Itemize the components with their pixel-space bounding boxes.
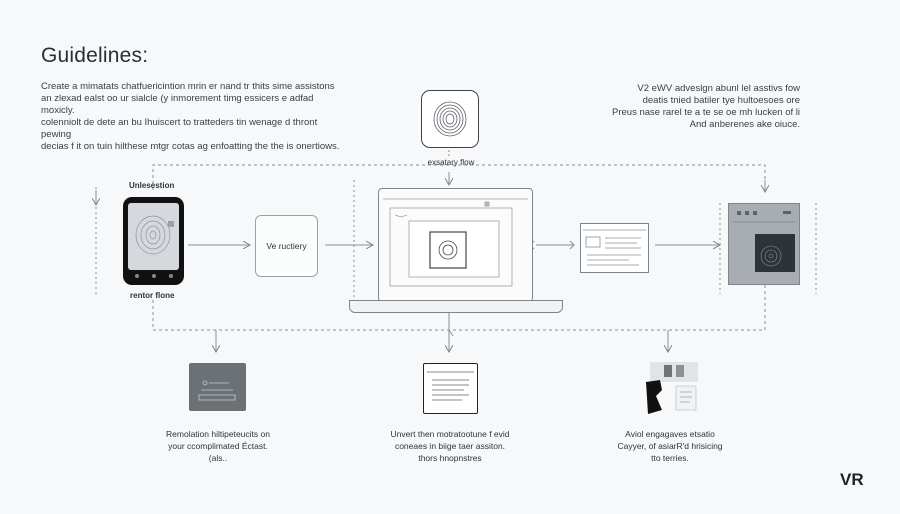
monitor-dark-panel [755,234,795,272]
phone-screen [128,203,179,270]
ve-label: Ve ructiery [266,241,307,251]
laptop-content [383,198,528,287]
monitor-toolbar [733,211,795,223]
caption-center: Unvert then motratootune f evid coneaes … [390,429,510,463]
intro-right-text: V2 eWV adveslgn abunl lel asstivs fow de… [612,83,800,130]
page-title: Guidelines: [41,44,149,67]
intro-left-text: Create a mimatats chatfuericintion mrin … [41,81,340,152]
fingerprint-icon [433,101,467,137]
vr-logo: VR [840,470,864,489]
headset-illustration [646,362,698,414]
ve-box: Ve ructiery [255,215,318,277]
window-mockup [580,223,649,273]
fingerprint-label: exsatary flow [427,158,475,167]
document-content [427,371,474,401]
phone-title: Unlesestion [129,181,175,190]
phone-nav-bar [128,271,179,281]
window-content [583,229,646,266]
monitor-fingerprint-icon [760,245,782,267]
laptop-screen [378,188,533,302]
monitor-screen [728,203,800,285]
caption-right: Aviol engagaves etsatio Cayyer, of asiar… [617,429,723,463]
fingerprint-box [421,90,479,148]
phone-fingerprint-icon [135,215,174,255]
phone-subtitle: rentor flone [130,291,175,300]
phone-device [123,197,184,285]
tablet-content [198,380,236,401]
tablet-mockup [189,363,246,411]
document-mockup [423,363,478,414]
laptop-base [349,300,563,313]
caption-left: Remolation hiltipeteucits on your ccompl… [166,429,270,463]
